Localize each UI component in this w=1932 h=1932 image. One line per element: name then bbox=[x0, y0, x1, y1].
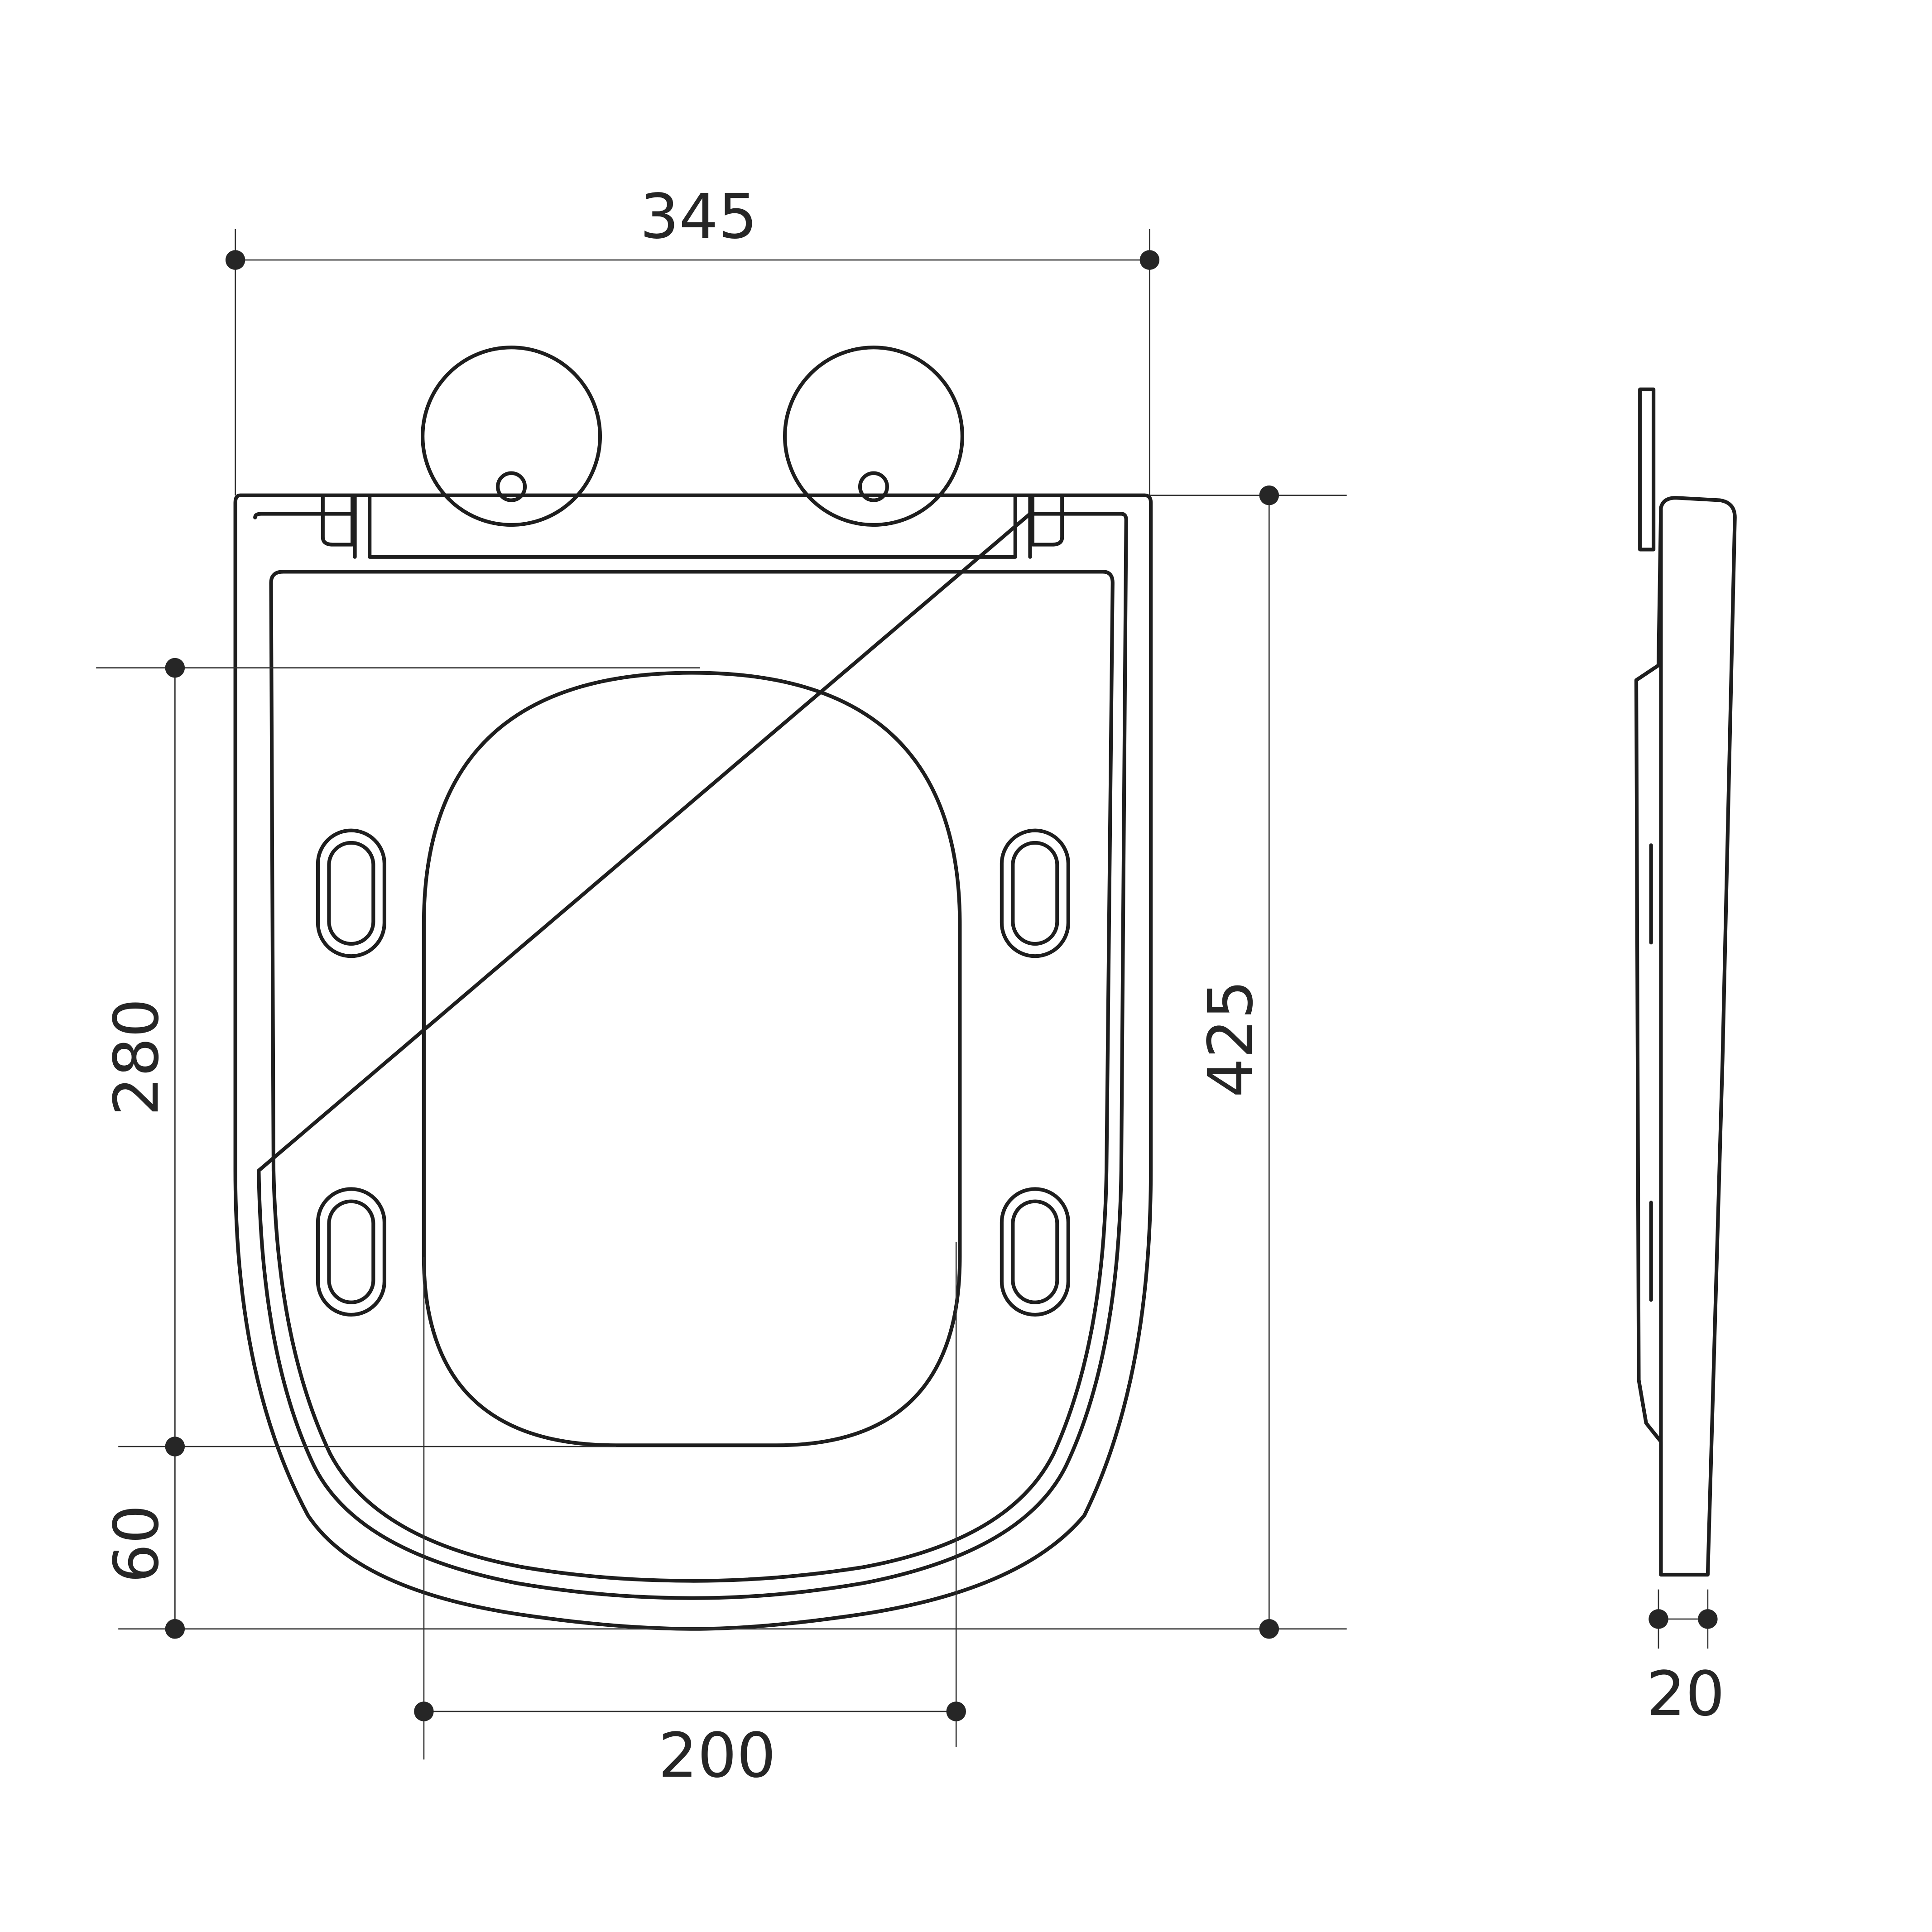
dimension-width-345: 345 bbox=[225, 181, 1160, 495]
seat-side-view bbox=[1634, 387, 1737, 1577]
width-label: 345 bbox=[640, 181, 758, 253]
dimension-opening-width-200: 200 bbox=[414, 1242, 966, 1792]
seat-top-view bbox=[233, 493, 1153, 1631]
opening-width-label: 200 bbox=[658, 1720, 776, 1792]
dimension-height-425: 425 bbox=[118, 485, 1347, 1639]
thickness-label: 20 bbox=[1646, 1658, 1725, 1730]
opening-length-label: 280 bbox=[101, 999, 173, 1116]
hinges bbox=[421, 346, 964, 527]
dimension-opening-280: 280 60 bbox=[96, 658, 700, 1639]
height-label: 425 bbox=[1195, 980, 1267, 1098]
dimension-thickness-20: 20 bbox=[1646, 1589, 1725, 1730]
front-margin-label: 60 bbox=[101, 1504, 173, 1583]
